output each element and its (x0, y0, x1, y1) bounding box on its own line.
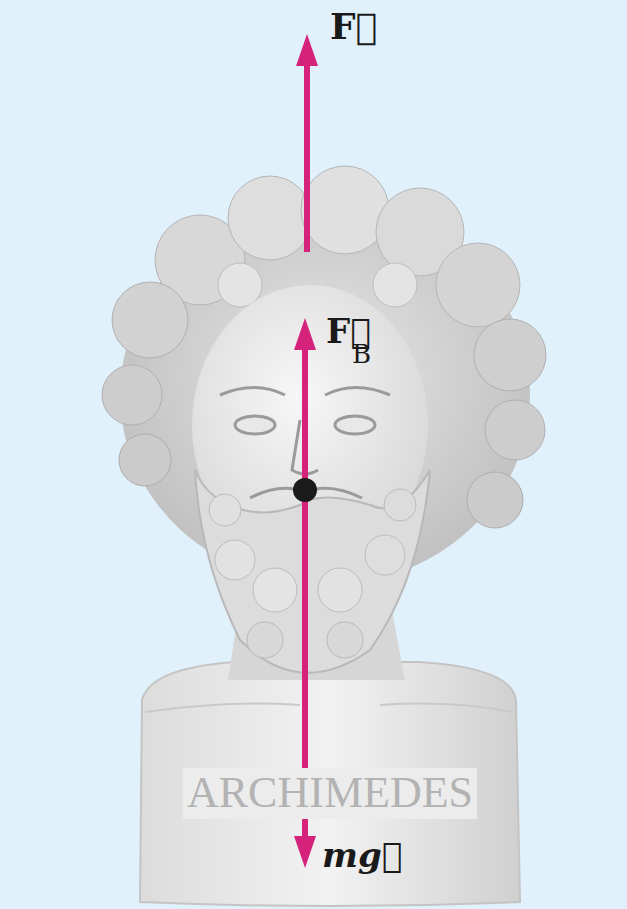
subscript: B (352, 340, 371, 370)
beard (195, 470, 430, 673)
arrowhead (294, 318, 316, 350)
arrowhead (294, 836, 316, 868)
force-symbol: F⃗ (330, 6, 377, 47)
arrowhead (296, 34, 318, 66)
weight-symbol: mg⃗ (322, 836, 402, 875)
bust-base (140, 662, 520, 906)
base-shading (380, 704, 512, 712)
buoyant-force-arrow (302, 345, 308, 490)
center-of-mass-dot (293, 478, 317, 502)
applied-force-arrow (304, 60, 310, 252)
base-shading (145, 704, 300, 712)
force-arrows (294, 34, 318, 868)
watermark-text: ARCHIMEDES (183, 768, 477, 819)
